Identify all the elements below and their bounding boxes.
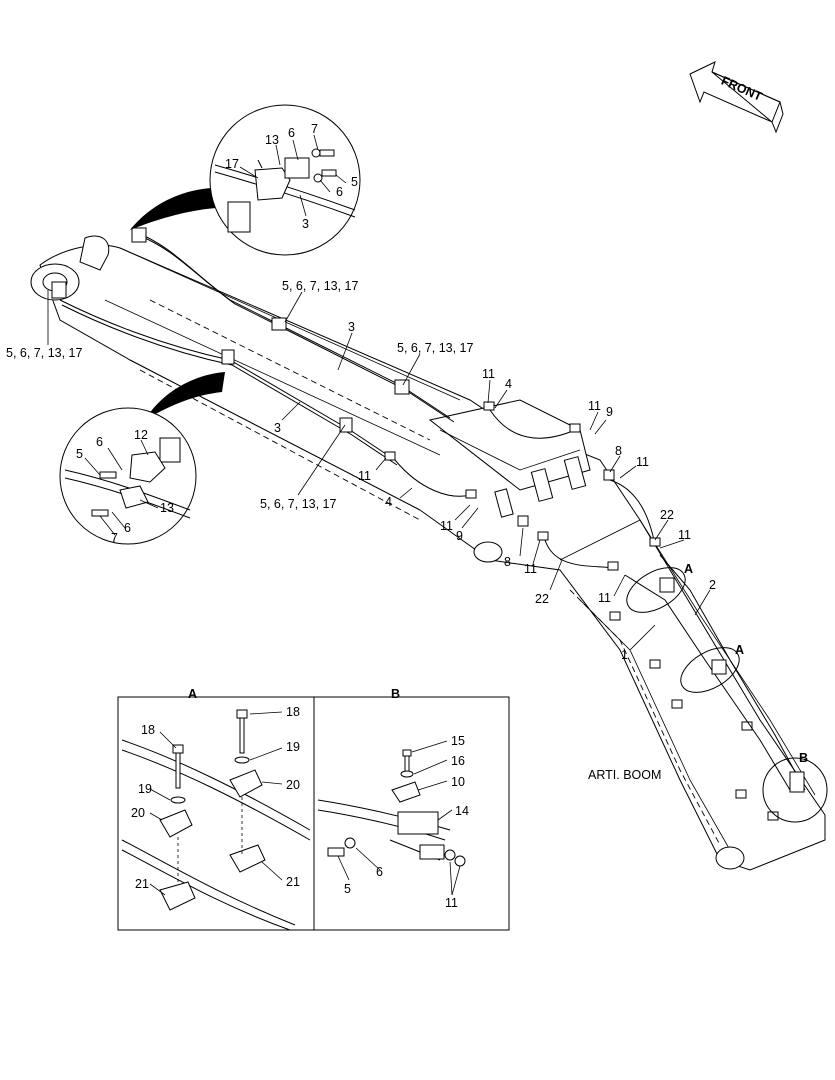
detail-a-callout-20: 20	[286, 778, 300, 792]
callout-11: 11	[358, 469, 371, 483]
callout-labels: 5, 6, 7, 13, 17 5, 6, 7, 13, 17 5, 6, 7,…	[6, 122, 808, 910]
callout-8: 8	[615, 444, 622, 458]
detail-marker-a1	[626, 567, 686, 613]
callout-5-6-7-13-17: 5, 6, 7, 13, 17	[397, 341, 473, 355]
detail-b-title: B	[391, 687, 400, 701]
leader-lines	[47, 134, 711, 896]
arti-boom-label: ARTI. BOOM	[588, 768, 661, 782]
callout-8: 8	[504, 555, 511, 569]
detail-a-callout-18: 18	[141, 723, 155, 737]
inset-detail-upper	[130, 104, 361, 256]
callout-9: 9	[456, 529, 463, 543]
callout-2: 2	[709, 578, 716, 592]
inset-callout-13: 13	[265, 133, 279, 147]
detail-b-callout-10: 10	[451, 775, 465, 789]
detail-a-callout-19: 19	[286, 740, 300, 754]
detail-a-callout-19: 19	[138, 782, 152, 796]
inset-callout-7: 7	[111, 531, 118, 545]
callout-11: 11	[598, 591, 611, 605]
detail-marker-b	[762, 757, 828, 823]
main-boom	[30, 235, 826, 871]
detail-a-callout-21: 21	[135, 877, 149, 891]
hydraulic-lines	[51, 227, 806, 793]
detail-b-callout-15: 15	[451, 734, 465, 748]
inset-callout-5: 5	[76, 447, 83, 461]
inset-callout-5: 5	[351, 175, 358, 189]
inset-callout-6: 6	[288, 126, 295, 140]
callout-11: 11	[678, 528, 691, 542]
callout-4: 4	[505, 377, 512, 391]
callout-3: 3	[348, 320, 355, 334]
callout-9: 9	[606, 405, 613, 419]
callout-11: 11	[588, 399, 601, 413]
callout-11: 11	[636, 455, 649, 469]
inset-callout-13: 13	[160, 501, 174, 515]
detail-b-callout-5: 5	[344, 882, 351, 896]
callout-a-marker: A	[684, 562, 693, 576]
inset-callout-3: 3	[302, 217, 309, 231]
callout-4: 4	[385, 495, 392, 509]
inset-callout-6: 6	[124, 521, 131, 535]
inset-callout-12: 12	[134, 428, 148, 442]
detail-b-callout-11: 11	[445, 896, 458, 910]
callout-22: 22	[535, 592, 549, 606]
detail-a-title: A	[188, 687, 197, 701]
detail-a-callout-20: 20	[131, 806, 145, 820]
callout-5-6-7-13-17: 5, 6, 7, 13, 17	[282, 279, 358, 293]
detail-b-callout-14: 14	[455, 804, 469, 818]
detail-panels	[117, 696, 510, 931]
callout-b-marker: B	[799, 751, 808, 765]
callout-11: 11	[524, 562, 537, 576]
inset-callout-6: 6	[336, 185, 343, 199]
inset-callout-17: 17	[225, 157, 239, 171]
detail-marker-a2	[680, 647, 740, 693]
callout-11: 11	[440, 519, 453, 533]
callout-a-marker: A	[735, 643, 744, 657]
callout-5-6-7-13-17: 5, 6, 7, 13, 17	[6, 346, 82, 360]
detail-b-callout-16: 16	[451, 754, 465, 768]
inset-callout-6: 6	[96, 435, 103, 449]
callout-5-6-7-13-17: 5, 6, 7, 13, 17	[260, 497, 336, 511]
callout-22: 22	[660, 508, 674, 522]
callout-11: 11	[482, 367, 495, 381]
front-arrow: FRONT	[689, 61, 784, 134]
inset-callout-7: 7	[311, 122, 318, 136]
detail-a-callout-18: 18	[286, 705, 300, 719]
callout-3: 3	[274, 421, 281, 435]
inset-detail-lower	[59, 372, 225, 545]
detail-a-callout-21: 21	[286, 875, 300, 889]
callout-1: 1	[621, 648, 628, 662]
detail-b-callout-6: 6	[376, 865, 383, 879]
